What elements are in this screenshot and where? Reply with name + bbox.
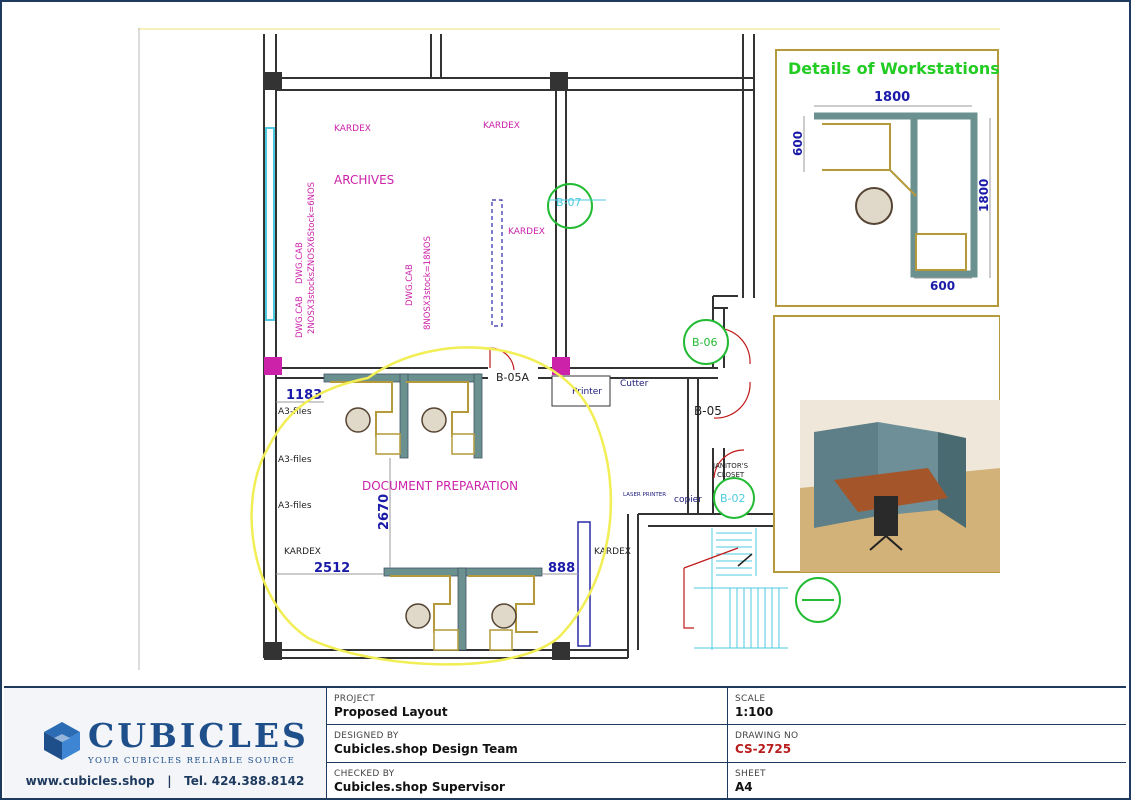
contact-separator: | bbox=[167, 774, 172, 788]
grid-tag-b07: B-07 bbox=[556, 196, 582, 209]
stock-note: 2NOSX3stocksZNOSX6Stock=6NOS bbox=[307, 182, 317, 334]
workstation-cluster-bottom bbox=[383, 567, 543, 651]
dwg-cab-label: DWG.CAB bbox=[295, 242, 305, 284]
stock-note: 8NOSX3stock=18NOS bbox=[423, 236, 433, 330]
printer-table bbox=[551, 375, 611, 407]
sheet-cell: SHEET A4 bbox=[728, 763, 1126, 798]
sheet-label: SHEET bbox=[735, 769, 766, 779]
laser-printer-label: LASER PRINTER bbox=[623, 492, 666, 498]
grid-tag-bubble-partial bbox=[795, 577, 841, 623]
details-title: Details of Workstations bbox=[788, 59, 1000, 78]
contact-line: www.cubicles.shop | Tel. 424.388.8142 bbox=[4, 774, 326, 788]
grid-tag-b02-bubble bbox=[713, 477, 755, 519]
archive-shelf bbox=[491, 199, 503, 327]
grid-tag-b06-bubble bbox=[683, 319, 729, 365]
door-tag-b05a: B-05A bbox=[496, 371, 530, 384]
kardex-label: KARDEX bbox=[334, 124, 371, 134]
designed-label: DESIGNED BY bbox=[334, 731, 399, 741]
project-value: Proposed Layout bbox=[334, 705, 448, 719]
floor-plan-drawing: KARDEX KARDEX KARDEX ARCHIVES DWG.CAB DW… bbox=[138, 28, 1001, 670]
checked-label: CHECKED BY bbox=[334, 769, 395, 779]
grid-tag-b07-bubble bbox=[547, 183, 593, 229]
drawing-no-cell: DRAWING NO CS-2725 bbox=[728, 725, 1126, 763]
dwg-cab-label: DWG.CAB bbox=[405, 264, 415, 306]
kardex-cabinet bbox=[577, 521, 591, 647]
details-panel: Details of Workstations 1800 600 1800 60… bbox=[775, 49, 1000, 307]
title-block: CUBICLES YOUR CUBICLES RELIABLE SOURCE w… bbox=[4, 686, 1126, 798]
room-name-document-preparation: DOCUMENT PREPARATION bbox=[362, 479, 518, 493]
dimension-label: 888 bbox=[548, 561, 575, 576]
details-height-label: 1800 bbox=[977, 179, 991, 212]
printer-label: Printer bbox=[572, 387, 602, 397]
details-depth-label: 600 bbox=[791, 131, 805, 156]
checked-value: Cubicles.shop Supervisor bbox=[334, 780, 505, 794]
a3-files-label: A3-files bbox=[278, 455, 312, 465]
cube-logo-icon bbox=[44, 722, 80, 760]
scale-cell: SCALE 1:100 bbox=[728, 688, 1126, 725]
window bbox=[265, 127, 275, 321]
dimension-label: 2512 bbox=[314, 561, 350, 576]
room-name-archives: ARCHIVES bbox=[334, 173, 394, 187]
brand-tagline: YOUR CUBICLES RELIABLE SOURCE bbox=[88, 756, 296, 766]
drawing-no-value: CS-2725 bbox=[735, 742, 792, 756]
project-cell: PROJECT Proposed Layout bbox=[327, 688, 727, 725]
website-link[interactable]: www.cubicles.shop bbox=[25, 774, 155, 788]
highlight-outline bbox=[250, 346, 613, 666]
kardex-label: KARDEX bbox=[594, 547, 631, 557]
cutter-label: Cutter bbox=[620, 379, 649, 389]
details-width-label: 1800 bbox=[874, 90, 910, 105]
grid-tag-b02: B-02 bbox=[720, 492, 746, 505]
workstation-cluster-top bbox=[323, 373, 483, 459]
dimension-label: 2670 bbox=[377, 494, 392, 530]
designed-cell: DESIGNED BY Cubicles.shop Design Team bbox=[327, 725, 727, 763]
details-width-bottom-label: 600 bbox=[930, 279, 955, 293]
stair-break bbox=[737, 553, 753, 567]
a3-files-label: A3-files bbox=[278, 501, 312, 511]
stair-arrow bbox=[683, 547, 739, 629]
kardex-label: KARDEX bbox=[508, 227, 545, 237]
janitor-closet-label: CLOSET bbox=[717, 471, 745, 479]
phone-number: Tel. 424.388.8142 bbox=[184, 774, 305, 788]
dwg-cab-label: DWG.CAB bbox=[295, 296, 305, 338]
dimension-label: 1183 bbox=[286, 388, 322, 403]
walls bbox=[263, 34, 778, 659]
logo-cell: CUBICLES YOUR CUBICLES RELIABLE SOURCE w… bbox=[4, 688, 327, 798]
copier-label: copier bbox=[674, 495, 702, 505]
workstation-render bbox=[773, 315, 1001, 573]
grid-tag-b06: B-06 bbox=[692, 336, 718, 349]
staircase bbox=[694, 528, 788, 650]
sheet-value: A4 bbox=[735, 780, 753, 794]
columns bbox=[264, 72, 570, 660]
brand-name: CUBICLES bbox=[88, 716, 309, 755]
floor-plan-svg: KARDEX KARDEX KARDEX ARCHIVES DWG.CAB DW… bbox=[138, 28, 1001, 670]
door-tag-b05: B-05 bbox=[694, 404, 722, 418]
scale-value: 1:100 bbox=[735, 705, 774, 719]
column-divider bbox=[727, 688, 728, 798]
drawing-no-label: DRAWING NO bbox=[735, 731, 799, 741]
checked-cell: CHECKED BY Cubicles.shop Supervisor bbox=[327, 763, 727, 798]
project-label: PROJECT bbox=[334, 694, 375, 704]
janitor-closet-label: JANITOR'S bbox=[712, 462, 749, 470]
scale-label: SCALE bbox=[735, 694, 766, 704]
designed-value: Cubicles.shop Design Team bbox=[334, 742, 518, 756]
kardex-label: KARDEX bbox=[483, 121, 520, 131]
kardex-label: KARDEX bbox=[284, 547, 321, 557]
